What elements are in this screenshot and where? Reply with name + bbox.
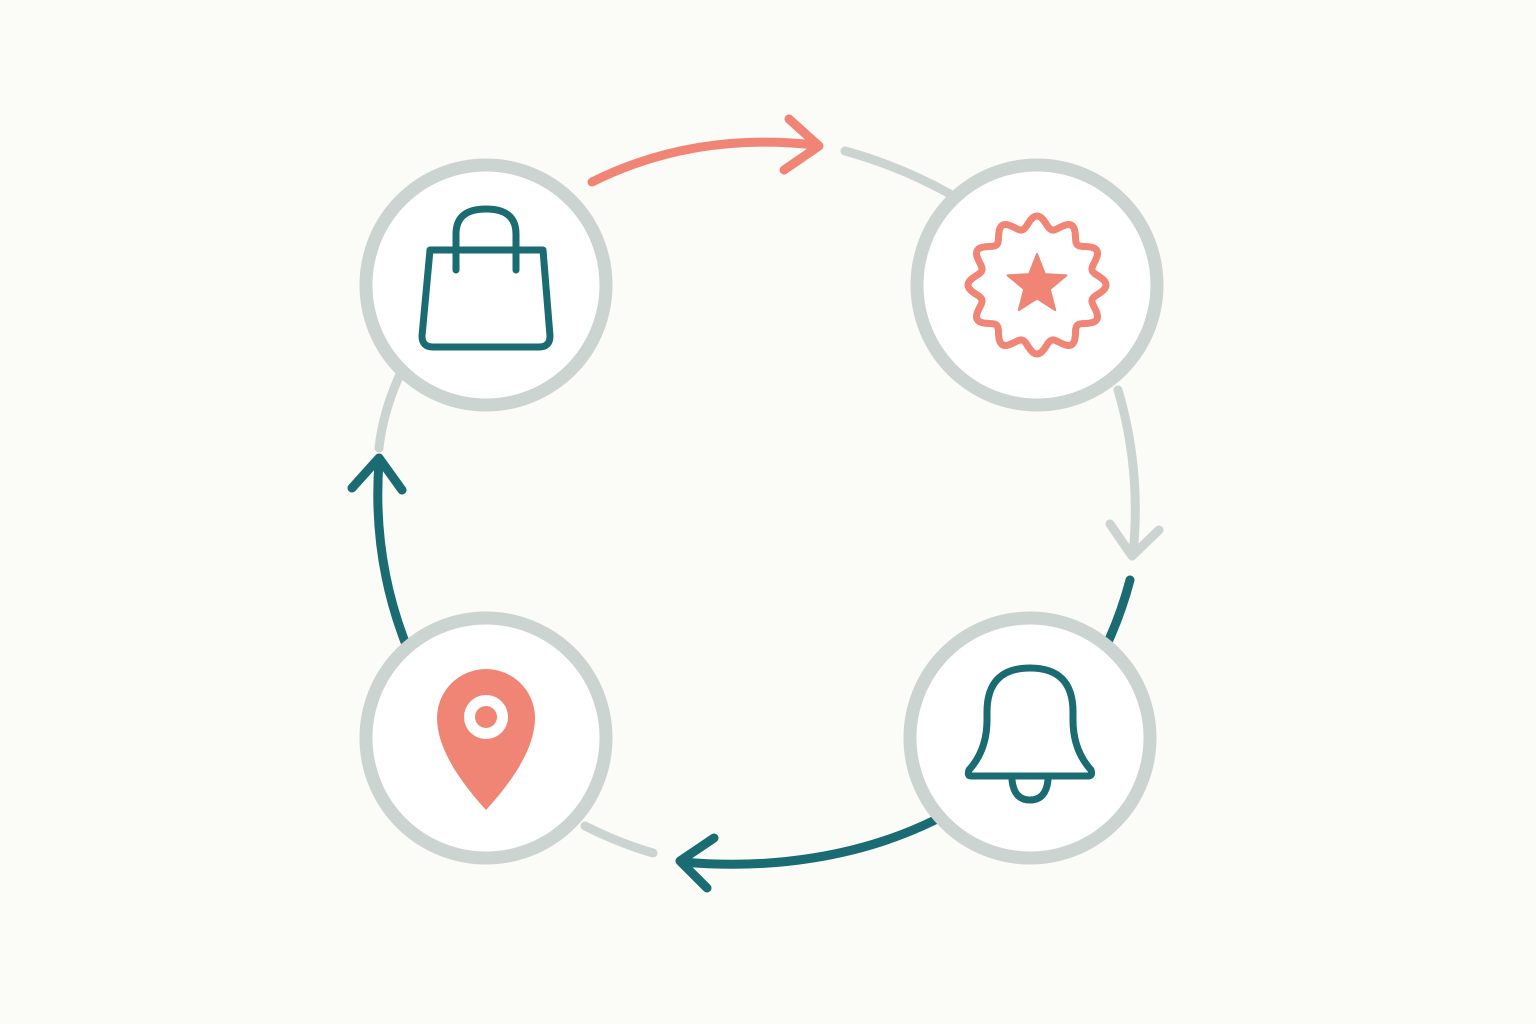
edge-locate-to-shop-line <box>373 457 410 647</box>
edge-reward-to-notify-arrowhead <box>1105 519 1164 561</box>
edge-shop-to-reward-line <box>587 137 820 187</box>
edge-locate-to-shop-tail <box>374 367 406 453</box>
node-shop <box>359 158 613 412</box>
edge-notify-to-locate-tail <box>580 821 658 858</box>
node-locate <box>359 611 613 865</box>
edge-reward-to-notify-tail <box>1103 575 1135 647</box>
star-icon <box>1006 253 1068 312</box>
edge-reward-to-notify-line <box>1113 385 1140 559</box>
edge-notify-to-locate <box>580 815 940 893</box>
edge-shop-to-reward-tail <box>840 146 955 199</box>
edge-locate-to-shop-arrowhead <box>347 453 407 495</box>
star-badge-icon <box>964 212 1110 358</box>
edge-shop-to-reward <box>587 114 955 199</box>
node-shop-ring <box>359 158 613 412</box>
badge-outline <box>964 212 1110 358</box>
node-notify <box>903 611 1157 865</box>
edge-notify-to-locate-arrowhead <box>675 833 719 893</box>
edge-shop-to-reward-arrowhead <box>779 114 824 175</box>
edge-locate-to-shop <box>347 367 410 647</box>
edge-reward-to-notify <box>1103 385 1164 647</box>
bell-icon <box>964 664 1096 804</box>
node-notify-ring <box>903 611 1157 865</box>
node-reward <box>910 158 1164 412</box>
edge-notify-to-locate-line <box>678 815 940 869</box>
location-pin-icon <box>437 669 535 810</box>
shopping-bag-icon <box>418 205 554 351</box>
